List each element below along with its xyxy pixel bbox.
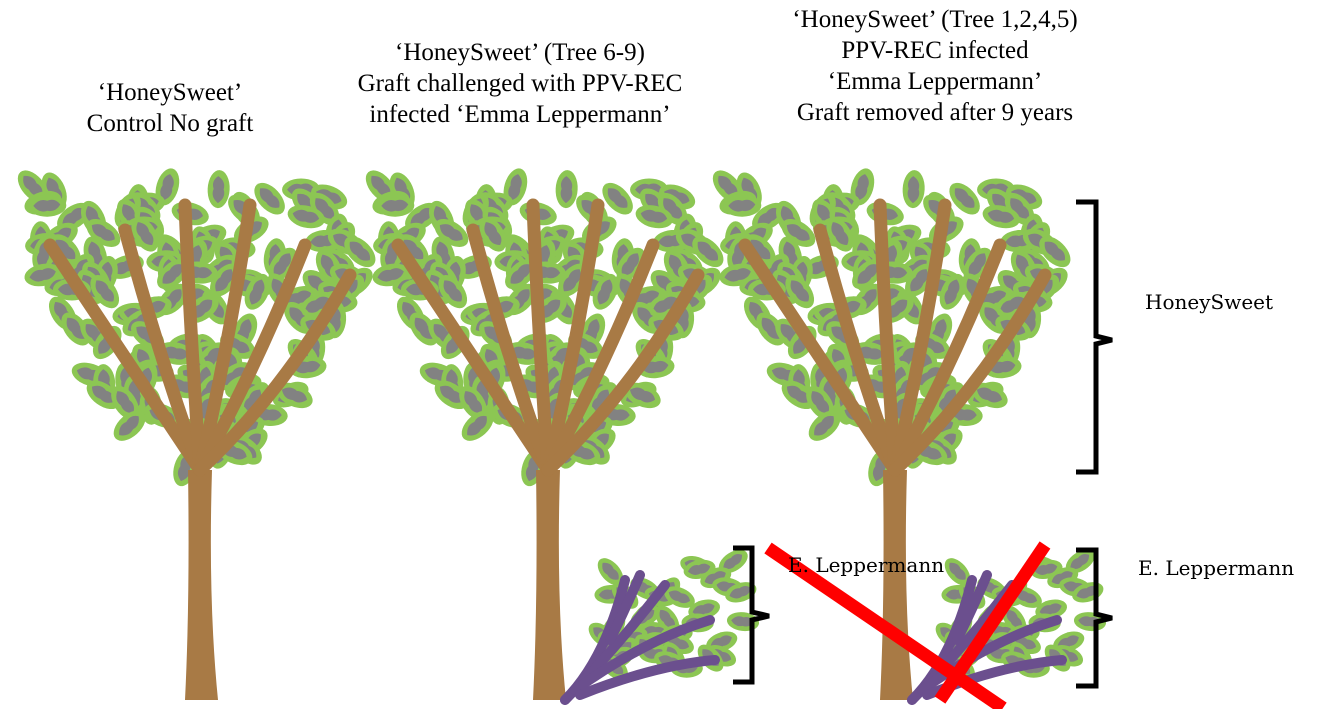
graft-label-middle: E. Leppermann bbox=[788, 553, 944, 577]
leaf bbox=[555, 170, 579, 209]
tree-graft-challenged bbox=[360, 165, 760, 700]
leaf bbox=[207, 170, 231, 209]
canopy-bracket bbox=[1076, 202, 1112, 472]
leaf bbox=[902, 170, 926, 209]
tree-control bbox=[12, 165, 381, 700]
trunk bbox=[880, 470, 913, 700]
tree-graft-removed bbox=[707, 165, 1107, 708]
canopy-label: HoneySweet bbox=[1145, 290, 1273, 314]
trunk bbox=[533, 470, 566, 700]
trunk bbox=[185, 470, 218, 700]
graft-label-right: E. Leppermann bbox=[1138, 556, 1294, 580]
